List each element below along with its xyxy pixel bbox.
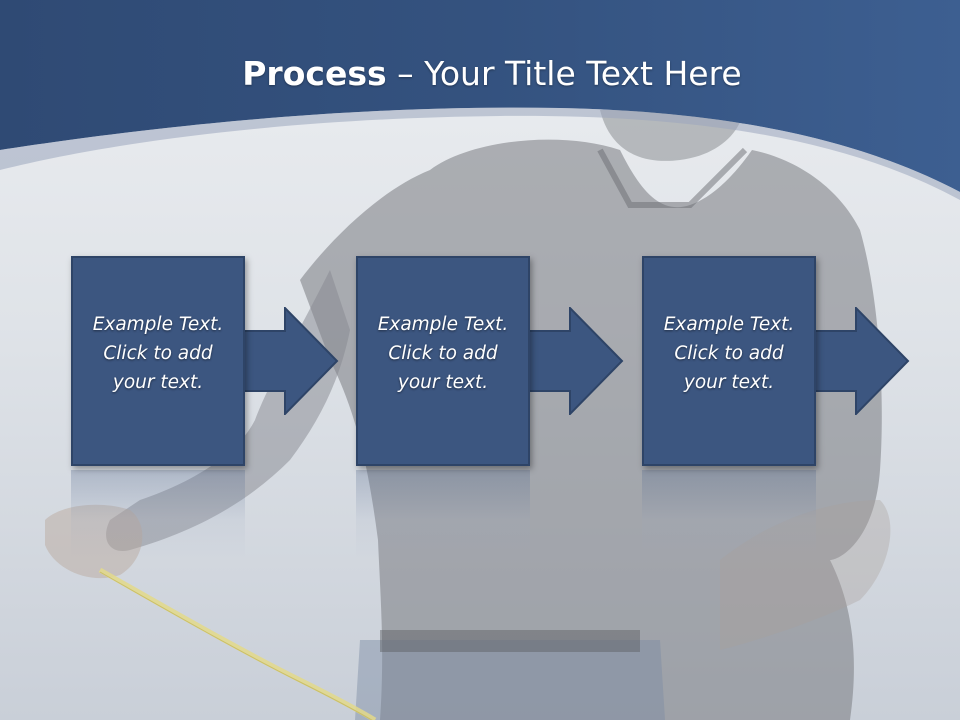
step-3-reflection <box>642 470 816 560</box>
step-2-line-3: your text. <box>397 372 489 393</box>
step-3-text[interactable]: Example Text. Click to add your text. <box>644 310 814 397</box>
step-1-text[interactable]: Example Text. Click to add your text. <box>73 310 243 397</box>
step-1-reflection <box>71 470 245 560</box>
step-3-line-2: Click to add <box>674 343 784 364</box>
step-1-line-3: your text. <box>112 372 204 393</box>
slide-title[interactable]: Process – Your Title Text Here <box>0 52 960 96</box>
step-2-text[interactable]: Example Text. Click to add your text. <box>358 310 528 397</box>
arrow-right-icon <box>243 307 339 415</box>
process-step-1[interactable]: Example Text. Click to add your text. <box>71 256 245 466</box>
title-bold-text: Process <box>242 54 387 93</box>
step-3-line-3: your text. <box>683 372 775 393</box>
step-1-line-2: Click to add <box>103 343 213 364</box>
step-1-line-1: Example Text. <box>92 314 224 335</box>
step-3-line-1: Example Text. <box>663 314 795 335</box>
arrow-right-icon <box>814 307 910 415</box>
title-rest-text: – Your Title Text Here <box>386 54 742 93</box>
step-2-reflection <box>356 470 530 560</box>
header-band <box>0 0 960 200</box>
process-step-2[interactable]: Example Text. Click to add your text. <box>356 256 530 466</box>
step-2-line-1: Example Text. <box>377 314 509 335</box>
arrow-right-icon <box>528 307 624 415</box>
process-step-3[interactable]: Example Text. Click to add your text. <box>642 256 816 466</box>
step-2-line-2: Click to add <box>388 343 498 364</box>
